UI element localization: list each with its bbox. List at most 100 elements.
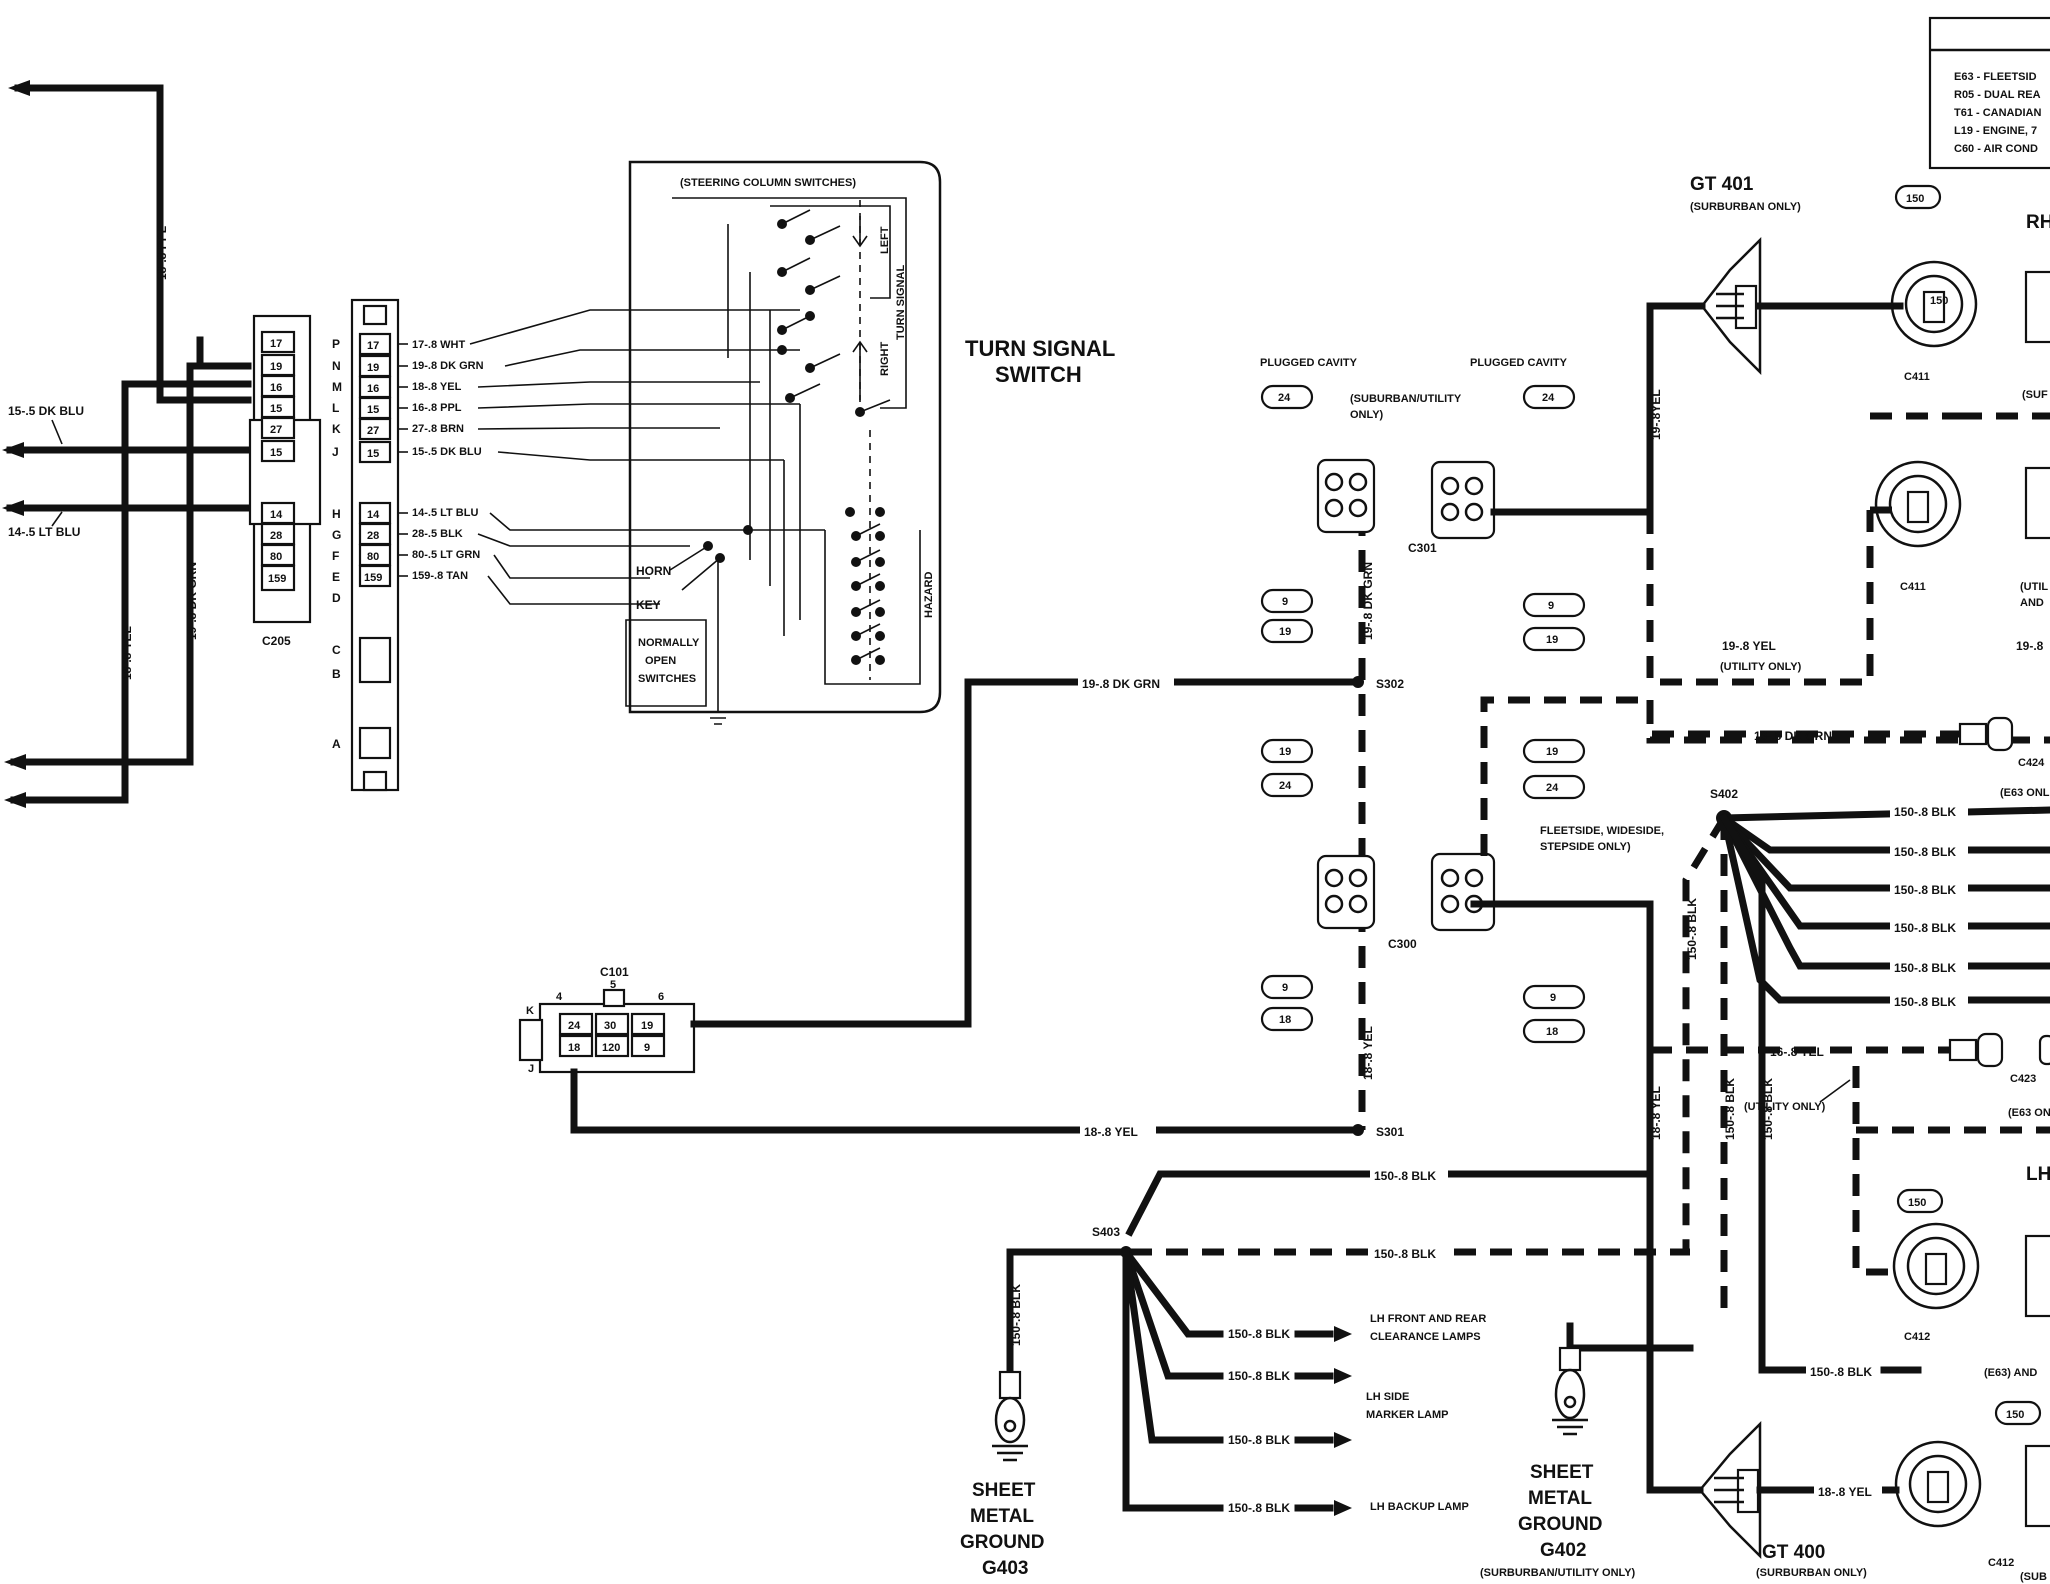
pin-letter: G (332, 528, 341, 542)
c424-label: C424 (2018, 757, 2045, 769)
pin-cell (358, 636, 392, 684)
turn-signal-label: TURN SIGNAL (895, 265, 907, 340)
pin-number: 150 (1930, 295, 1948, 307)
note-label: AND (2020, 597, 2044, 609)
pin-number: 18 (568, 1042, 580, 1054)
wire-19-dk-grn (690, 678, 1362, 1028)
c101-pin-label: J (528, 1063, 534, 1075)
pin-number: 27 (367, 425, 379, 437)
plugged-cavity-label: PLUGGED CAVITY (1470, 357, 1568, 369)
destination-label: LH FRONT AND REAR (1370, 1313, 1486, 1325)
s301-label: S301 (1376, 1125, 1404, 1139)
pin-number: 15 (270, 403, 282, 415)
ground-label: GROUND (960, 1532, 1044, 1553)
wire-label: 150-.8 BLK (1228, 1501, 1290, 1515)
wire-branch (1121, 1247, 1224, 1338)
c300-label: C300 (1388, 937, 1417, 951)
c101-connector: C101 24 30 19 18 120 9 4 5 6 K J (518, 965, 696, 1075)
wire-18-yel (1646, 900, 1704, 1494)
arrow-icon (1334, 1326, 1352, 1342)
wire-label: 19-.8YEL (1649, 389, 1663, 440)
pin-letters: P N M L K J H G F E D C B A (332, 337, 342, 751)
pin-number: 19 (270, 361, 282, 373)
pin-letter: C (332, 643, 341, 657)
ground-label: G402 (1540, 1540, 1586, 1561)
note-label: (E63 ONLY (2008, 1107, 2050, 1119)
normally-open-label: SWITCHES (638, 673, 696, 685)
ground-label: SHEET (972, 1480, 1036, 1501)
pin-cell (260, 564, 296, 592)
pin-cell (358, 332, 392, 356)
pin-callout: 150 (1908, 1197, 1926, 1209)
pin-callout: 18 (1546, 1026, 1558, 1038)
wire-label: 150-.8 BLK (1228, 1433, 1290, 1447)
ground-label: GROUND (1518, 1514, 1602, 1535)
note-label: (SUF (2022, 389, 2048, 401)
wire-label: 14-.5 LT BLU (8, 525, 80, 539)
c101-label: C101 (600, 965, 629, 979)
wire-label: 16-.8 PPL (412, 402, 462, 414)
lamp-c411-bottom (1874, 460, 1962, 548)
c101-latch (602, 988, 626, 1008)
note-label: (SURBURBAN ONLY) (1756, 1567, 1867, 1579)
note-label: (UTILITY ONLY) (1720, 661, 1802, 673)
wire-label: 150-.8 BLK (1374, 1247, 1436, 1261)
wire-label: 150-.8 BLK (1228, 1327, 1290, 1341)
wire-label: 19-.8 (2016, 639, 2044, 653)
wire-branch (1121, 1247, 1224, 1380)
switch-wires (398, 309, 825, 605)
wire-label: 150-.8 BLK (1228, 1369, 1290, 1383)
gt401-label: GT 401 (1690, 174, 1754, 195)
leader (51, 419, 63, 445)
note-label: FLEETSIDE, WIDESIDE, (1540, 825, 1664, 837)
wire (1566, 1322, 1694, 1352)
wire-label: 15-.5 DK BLU (8, 404, 84, 418)
ground-label: SHEET (1530, 1462, 1594, 1483)
pin-cell (260, 330, 296, 354)
note-label: (SURBURBAN ONLY) (1690, 201, 1801, 213)
pin-number: 15 (367, 404, 379, 416)
pin-callout: 150 (2006, 1409, 2024, 1421)
wire-label: 150-.8 BLK (1374, 1169, 1436, 1183)
wire-label: 150-.8 BLK (1894, 845, 1956, 859)
s302-label: S302 (1376, 677, 1404, 691)
wire-dashed (1646, 700, 1960, 738)
wire-label: 150-.8 BLK (1894, 995, 1956, 1009)
wire-label: 18-.8 YEL (120, 626, 134, 680)
wire-18-yel (570, 1068, 1362, 1134)
pin-cell (358, 564, 392, 588)
pin-number: 9 (644, 1042, 650, 1054)
c101-pin-label: K (526, 1005, 534, 1017)
pin-callout: 9 (1550, 992, 1556, 1004)
pin-letter: H (332, 507, 341, 521)
lh-label: LH (2026, 1164, 2050, 1185)
ground-icon (1552, 1418, 1588, 1436)
wire-label: 28-.5 BLK (412, 528, 463, 540)
wire-label: 19-.8 DK GRN (412, 360, 484, 372)
pin-letter: M (332, 380, 342, 394)
pin-callout: 24 (1546, 782, 1559, 794)
c411-label: C411 (1904, 371, 1930, 383)
ground-g402 (1552, 1346, 1588, 1436)
pin-number: 159 (364, 572, 382, 584)
destination-label: CLEARANCE LAMPS (1370, 1331, 1481, 1343)
c101-tab (518, 1018, 544, 1062)
wire-label: 14-.5 LT BLU (412, 507, 478, 519)
connector-latch (362, 770, 388, 792)
destination-label: LH SIDE (1366, 1391, 1409, 1403)
pin-letter: N (332, 359, 341, 373)
note-label: STEPSIDE ONLY) (1540, 841, 1631, 853)
ground-label: METAL (1528, 1488, 1592, 1509)
pin-letter: A (332, 737, 341, 751)
destination-label: MARKER LAMP (1366, 1409, 1449, 1421)
arrow-icon (2, 442, 24, 458)
wire-label: 17-.8 WHT (412, 339, 465, 351)
rh-label: RH (2026, 212, 2050, 233)
pin-callout: 24 (1542, 392, 1555, 404)
wire-18-ppl (14, 84, 164, 404)
wire-dashed (1852, 1066, 1900, 1276)
wire-label: 18-.8 YEL (1084, 1125, 1138, 1139)
pin-number: 80 (270, 551, 282, 563)
pin-number: 15 (367, 448, 379, 460)
ground-g403 (992, 1370, 1028, 1462)
